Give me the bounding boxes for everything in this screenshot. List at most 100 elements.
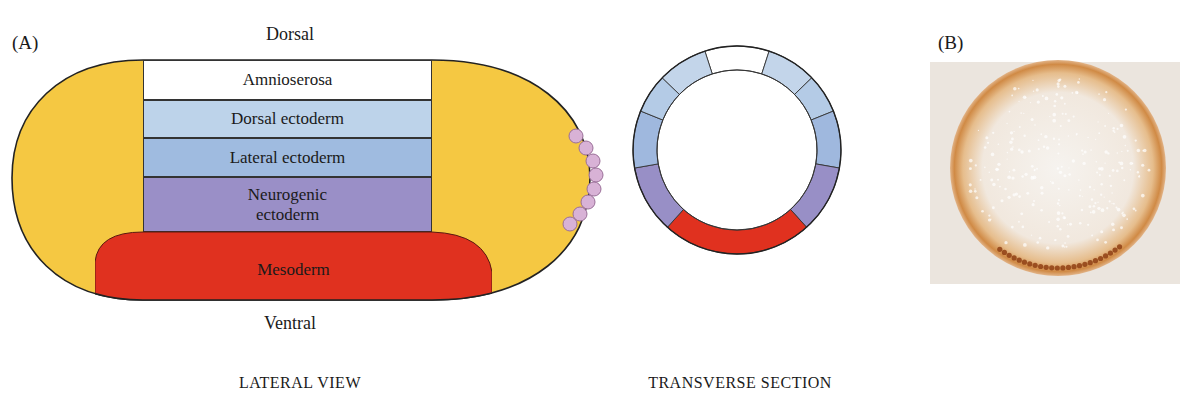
stained-nucleus (1088, 260, 1093, 265)
photo-speckle (1079, 222, 1082, 225)
photo-speckle (1054, 239, 1056, 241)
ring-outline (633, 46, 841, 254)
photo-speckle (1123, 179, 1125, 181)
band-label: Neurogenic ectoderm (228, 185, 348, 224)
band-label: Dorsal ectoderm (231, 109, 344, 129)
stained-nucleus (1066, 265, 1071, 270)
photo-speckle (1135, 139, 1137, 141)
photo-speckle (1063, 85, 1066, 88)
photo-speckle (1053, 105, 1056, 108)
photo-speckle (1019, 126, 1021, 128)
photo-speckle (1064, 217, 1066, 219)
photo-speckle (1048, 221, 1050, 223)
dorsal-ectoderm-band: Dorsal ectoderm (143, 100, 432, 138)
photo-speckle (1112, 169, 1115, 172)
view-caption: TRANSVERSE SECTION (648, 374, 832, 392)
panel-label: (A) (12, 32, 38, 54)
photo-speckle (1090, 149, 1092, 151)
ring-inner-outline (657, 70, 817, 230)
photo-speckle (1037, 100, 1040, 103)
stained-nucleus (1071, 264, 1076, 269)
photo-speckle (1104, 150, 1107, 153)
photo-speckle (1105, 91, 1107, 93)
photo-speckle (1068, 173, 1071, 176)
photo-speckle (1067, 119, 1070, 122)
stained-nucleus (1033, 263, 1038, 268)
photo-speckle (1100, 194, 1102, 196)
stained-nucleus (1022, 260, 1027, 265)
photo-speckle (1093, 205, 1096, 208)
neurogenic-ectoderm-band: Neurogenic ectoderm (143, 177, 432, 232)
photo-speckle (1020, 112, 1022, 114)
photo-speckle (1125, 145, 1127, 147)
photo-speckle (1098, 93, 1100, 95)
photo-speckle (1092, 210, 1096, 214)
photo-speckle (1079, 195, 1081, 197)
photo-speckle (988, 219, 991, 222)
lateral-ectoderm-band: Lateral ectoderm (143, 138, 432, 177)
photo-speckle (1049, 116, 1050, 117)
photo-speckle (1045, 97, 1049, 101)
photo-speckle (1123, 135, 1127, 139)
photo-speckle (1087, 137, 1089, 139)
photo-speckle (1079, 78, 1080, 79)
amnioserosa-band: Amnioserosa (143, 60, 432, 100)
photo-speckle (1046, 246, 1049, 249)
photo-speckle (1040, 133, 1042, 135)
photo-speckle (1112, 127, 1115, 130)
photo-speckle (1101, 208, 1105, 212)
photo-speckle (1100, 183, 1102, 185)
photo-speckle (992, 132, 994, 134)
photo-speckle (1126, 218, 1128, 220)
photo-speckle (998, 143, 1000, 145)
photo-speckle (1023, 113, 1024, 114)
band-label: Amnioserosa (243, 70, 333, 90)
photo-speckle (1087, 224, 1089, 226)
photo-speckle (1034, 169, 1036, 171)
stained-nucleus (1093, 258, 1098, 263)
band-label: Mesoderm (257, 260, 330, 280)
photo-speckle (1089, 186, 1091, 188)
photo-speckle (1052, 113, 1056, 117)
photo-speckle (978, 130, 979, 131)
photo-speckle (1096, 161, 1098, 163)
stained-nucleus (1103, 253, 1108, 258)
stained-nucleus (1007, 253, 1012, 258)
photo-speckle (997, 179, 999, 181)
photo-speckle (1088, 205, 1091, 208)
photo-speckle (1031, 118, 1034, 121)
photo-speckle (1111, 203, 1112, 204)
photo-speckle (1091, 234, 1093, 236)
photo-speckle (1038, 148, 1040, 150)
photo-speckle (1013, 87, 1016, 90)
photo-speckle (1011, 176, 1014, 179)
photo-speckle (1069, 223, 1072, 226)
photo-speckle (980, 179, 982, 181)
stained-nucleus (1082, 262, 1087, 267)
photo-speckle (1032, 203, 1035, 206)
photo-speckle (1026, 192, 1029, 195)
photo-speckle (1132, 163, 1134, 165)
photo-speckle (1018, 195, 1021, 198)
photo-speckle (1108, 113, 1109, 114)
photo-speckle (1018, 101, 1019, 102)
photo-speckle (1030, 102, 1031, 103)
stained-nucleus (1002, 250, 1007, 255)
photo-speckle (1081, 149, 1083, 151)
photo-speckle (1110, 185, 1112, 187)
photo-speckle (1111, 223, 1114, 226)
photo-speckle (1012, 193, 1015, 196)
stained-nucleus (997, 247, 1002, 252)
photo-speckle (1055, 93, 1058, 96)
photo-speckle (1057, 202, 1059, 204)
photo-speckle (1018, 221, 1020, 223)
photo-speckle (1036, 241, 1039, 244)
photo-speckle (1077, 81, 1080, 84)
embryo-photo (930, 60, 1180, 284)
photo-speckle (1120, 124, 1123, 127)
photo-speckle (1081, 209, 1083, 211)
photo-speckle (1057, 79, 1060, 82)
photo-speckle (1076, 133, 1078, 135)
photo-speckle (1109, 200, 1111, 202)
photo-speckle (1022, 226, 1025, 229)
